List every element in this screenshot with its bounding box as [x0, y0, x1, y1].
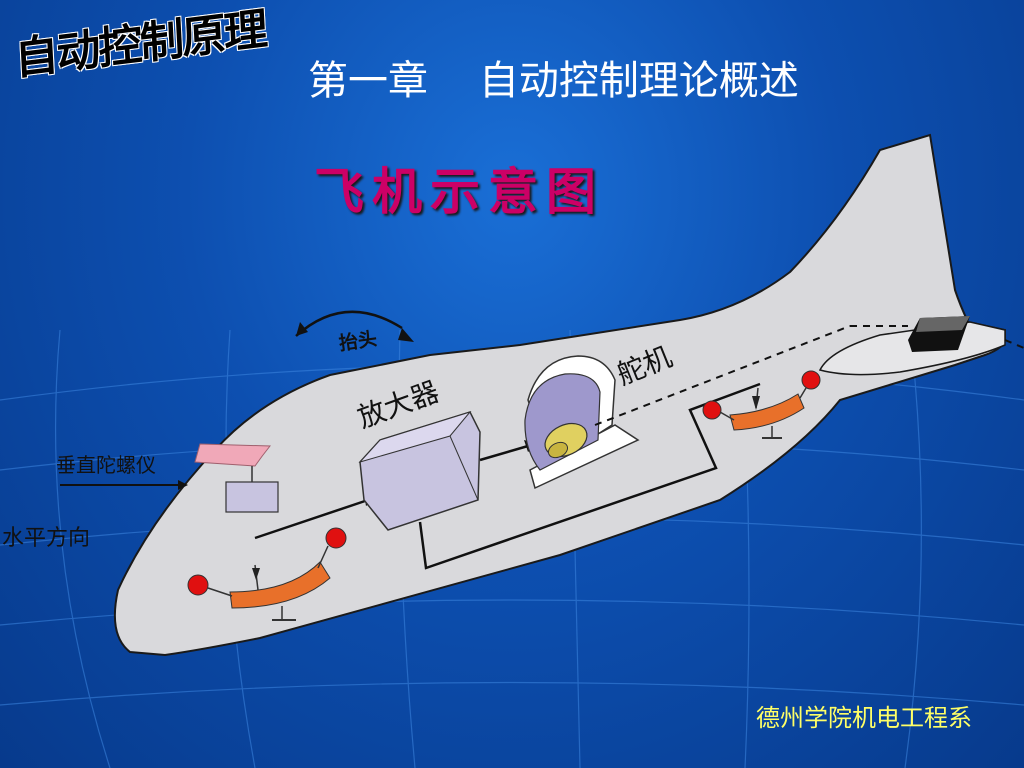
vertical-gyro-label: 垂直陀螺仪 [56, 453, 156, 477]
pitch-up-arrow [295, 310, 403, 337]
vertical-gyro-rotor [194, 443, 272, 467]
right-contact-2 [801, 370, 821, 390]
chapter-title: 第一章 自动控制理论概述 [308, 58, 799, 104]
right-contact-1 [702, 400, 722, 420]
left-contact-1 [187, 574, 209, 596]
department-footer: 德州学院机电工程系 [756, 704, 972, 732]
vertical-gyro-body [225, 481, 279, 513]
diagram-title: 飞机示意图 [314, 162, 604, 221]
right-potentiometer [729, 393, 805, 431]
horizontal-direction-label: 水平方向 [2, 526, 90, 551]
left-potentiometer [229, 561, 331, 609]
left-contact-2 [325, 527, 347, 549]
pitch-up-label: 抬头 [337, 327, 378, 355]
